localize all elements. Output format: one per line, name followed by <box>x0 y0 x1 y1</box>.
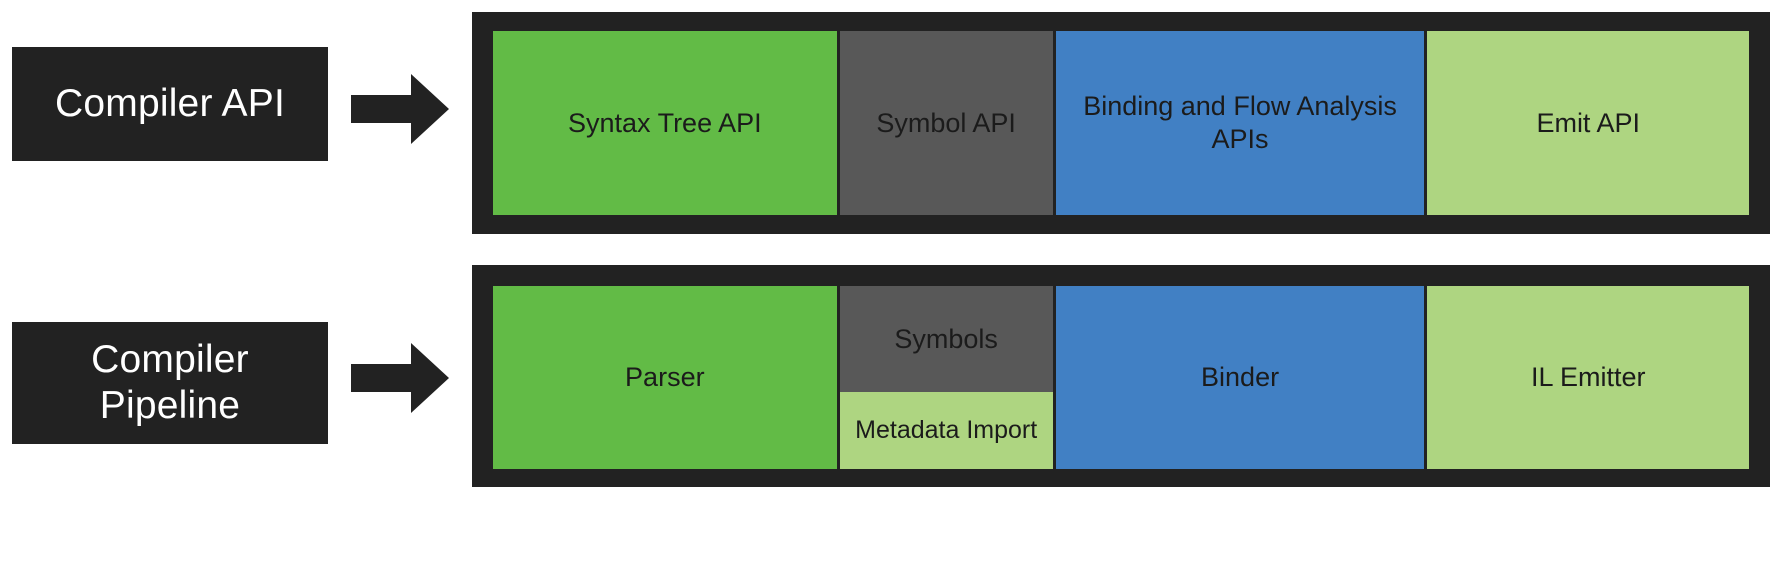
segment-symbol-api-label: Symbol API <box>876 107 1016 138</box>
segment-emit-api-label: Emit API <box>1536 107 1640 138</box>
label-compiler-api: Compiler API <box>12 47 328 161</box>
segment-parser-label: Parser <box>625 362 705 393</box>
segment-metadata-import-label: Metadata Import <box>855 416 1038 445</box>
segment-binder-label: Binder <box>1201 362 1280 393</box>
segment-symbols[interactable]: Symbols <box>839 286 1053 393</box>
segment-symbol-api[interactable]: Symbol API <box>839 31 1056 215</box>
segment-metadata-import[interactable]: Metadata Import <box>839 392 1053 469</box>
segment-parser[interactable]: Parser <box>493 286 840 469</box>
segment-binder[interactable]: Binder <box>1055 286 1428 469</box>
right-arrow-icon <box>351 74 449 144</box>
label-compiler-pipeline-line1: Compiler <box>91 337 249 381</box>
label-compiler-api-text: Compiler API <box>55 81 285 125</box>
segment-symbols-column: Symbols Metadata Import <box>839 286 1056 469</box>
label-compiler-pipeline: Compiler Pipeline <box>12 322 328 444</box>
segment-binding-and-flow-analysis-apis[interactable]: Binding and Flow Analysis APIs <box>1055 31 1428 215</box>
segment-syntax-tree-api-label: Syntax Tree API <box>568 107 762 138</box>
segment-il-emitter[interactable]: IL Emitter <box>1427 286 1749 469</box>
label-compiler-pipeline-text: Compiler Pipeline <box>81 337 259 429</box>
segment-symbols-label: Symbols <box>894 323 998 354</box>
right-arrow-icon <box>351 343 449 413</box>
compiler-api-segments: Syntax Tree API Symbol API Binding and F… <box>493 31 1749 215</box>
segment-binding-and-flow-analysis-apis-label: Binding and Flow Analysis APIs <box>1083 91 1397 154</box>
compiler-pipeline-band: Parser Symbols Metadata Import Binder IL… <box>472 265 1770 487</box>
segment-il-emitter-label: IL Emitter <box>1530 362 1646 393</box>
segment-syntax-tree-api[interactable]: Syntax Tree API <box>493 31 840 215</box>
compiler-pipeline-segments: Parser Symbols Metadata Import Binder IL… <box>493 286 1749 469</box>
compiler-api-band: Syntax Tree API Symbol API Binding and F… <box>472 12 1770 234</box>
segment-emit-api[interactable]: Emit API <box>1427 31 1749 215</box>
label-compiler-pipeline-line2: Pipeline <box>99 384 241 427</box>
